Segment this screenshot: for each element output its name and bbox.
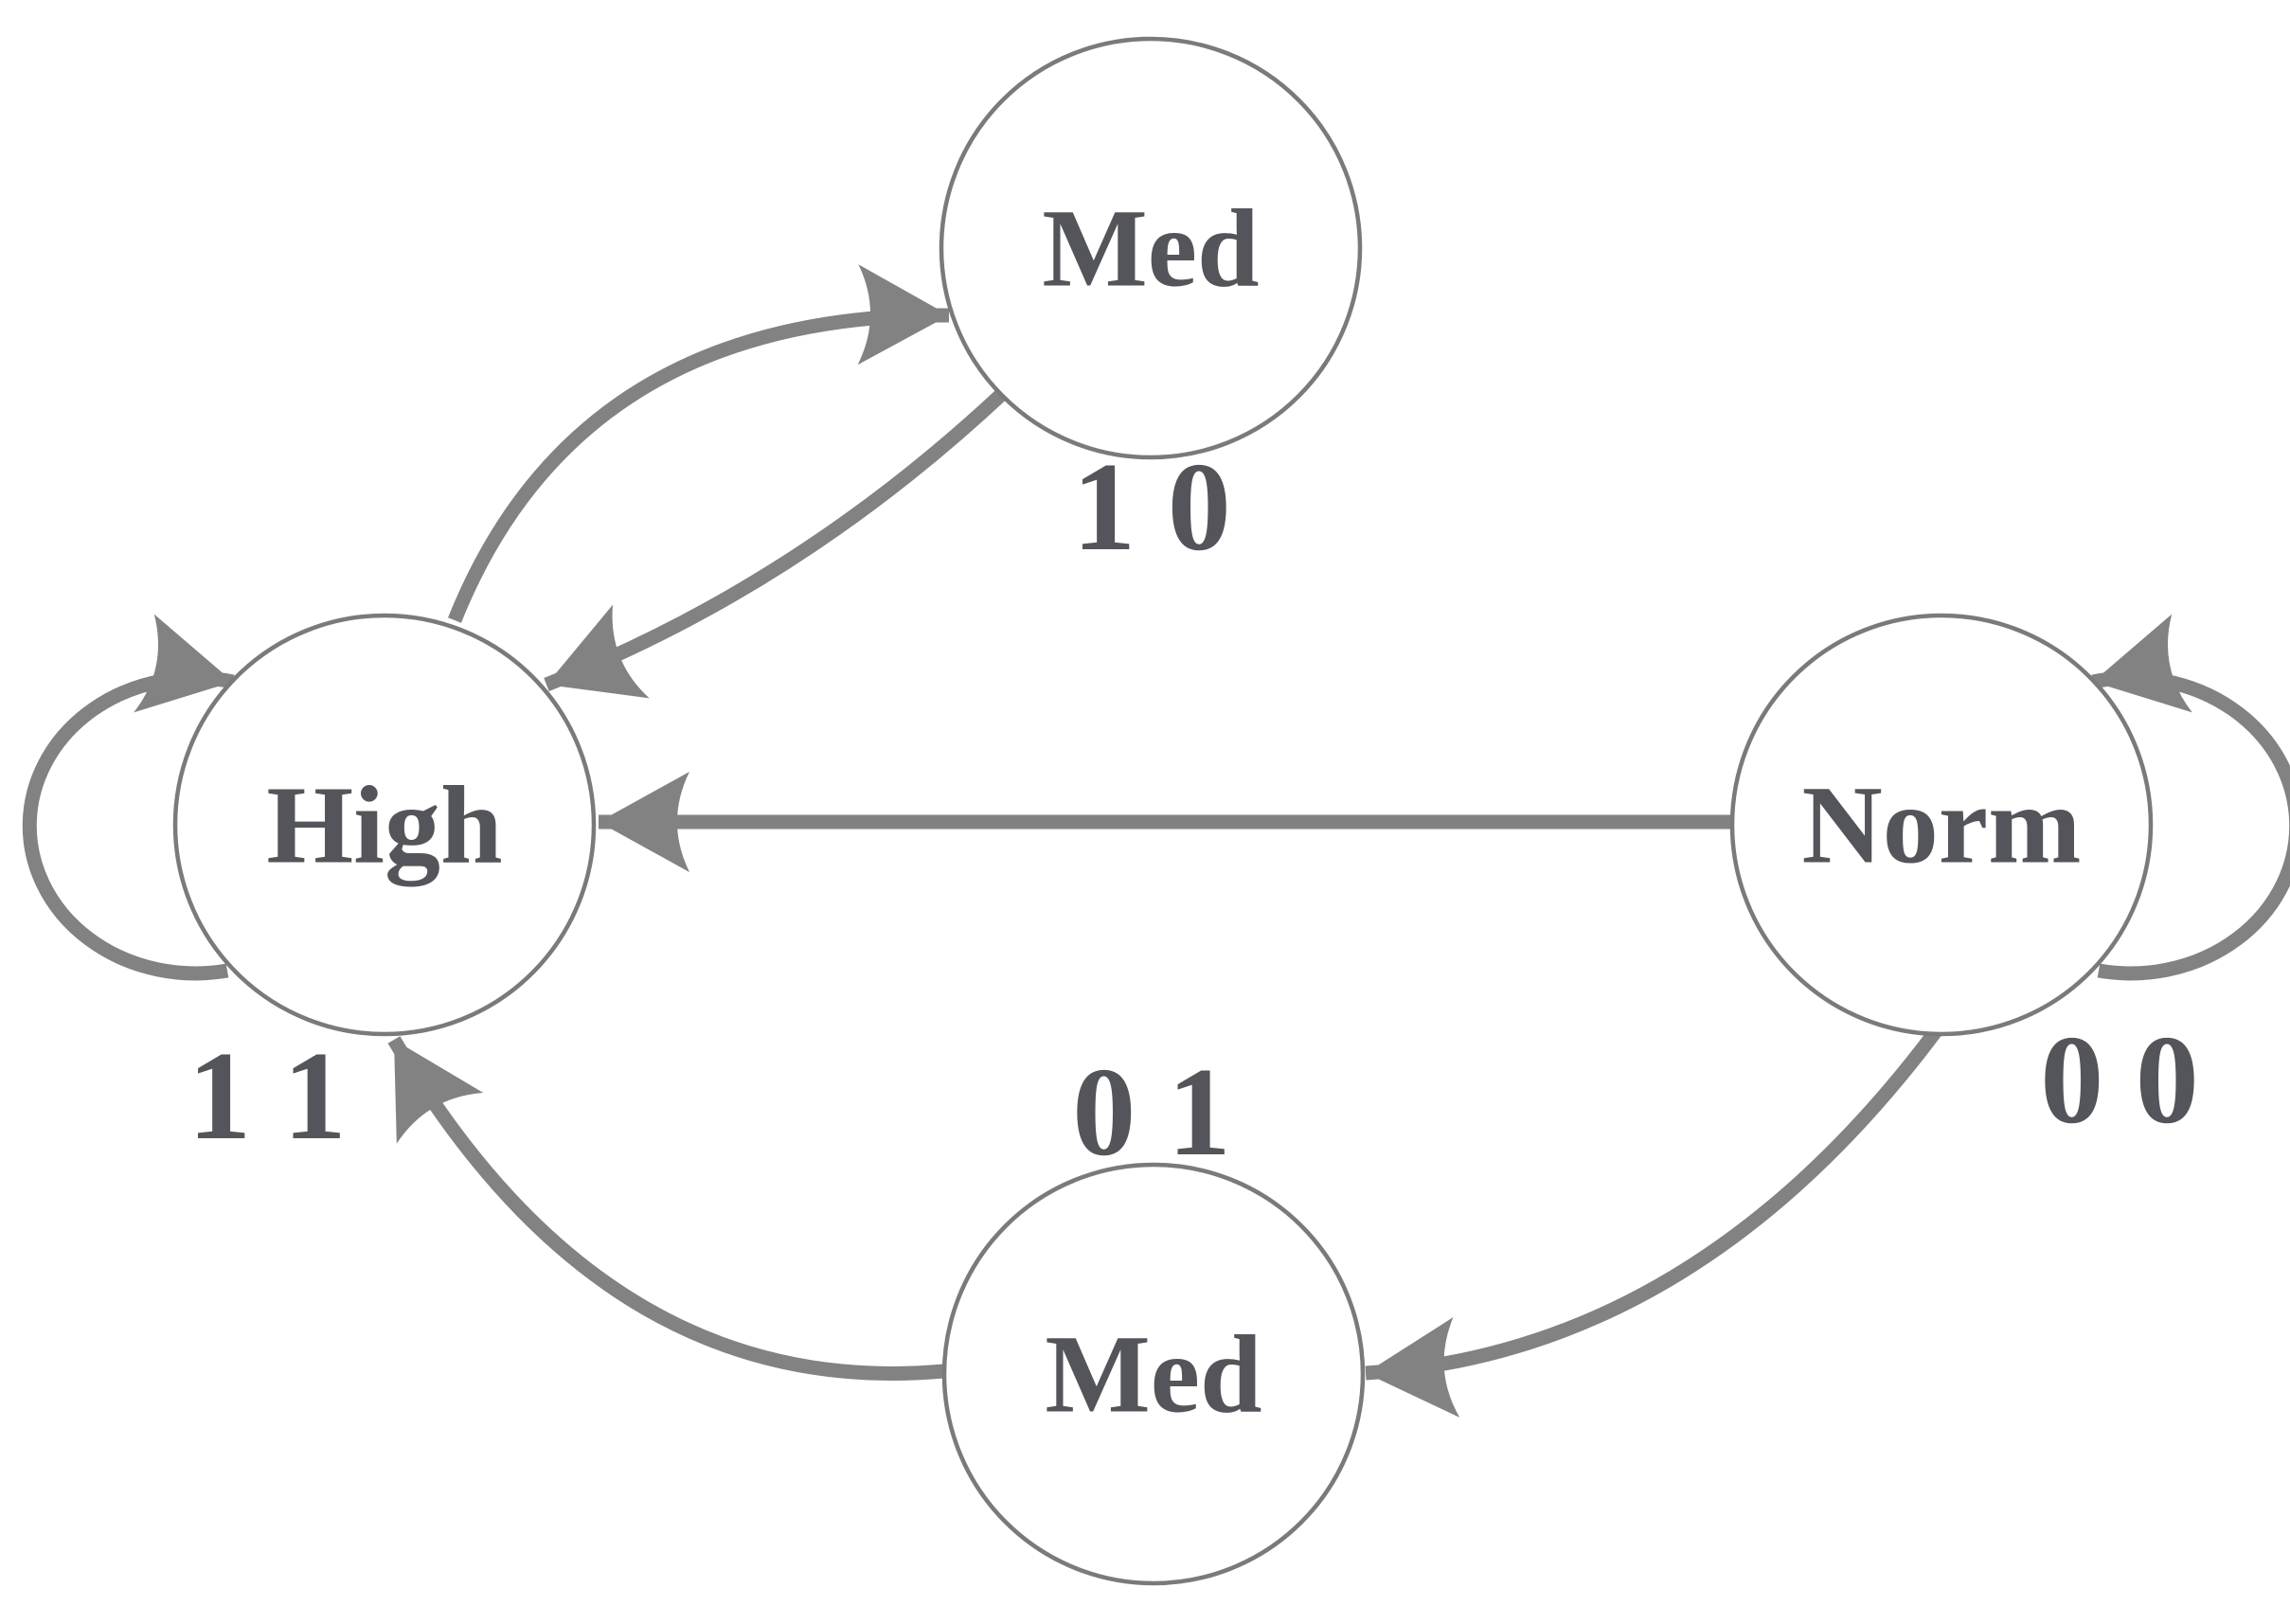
state-circle-med-bottom [941, 1162, 1366, 1586]
transition-med-top-to-high [544, 387, 1009, 699]
output-label-med-top: 1 0 [1072, 437, 1231, 577]
output-label-med-bottom: 0 1 [1072, 1042, 1231, 1182]
output-label-high: 1 1 [188, 1026, 347, 1166]
state-node-med-top: Med 1 0 [939, 36, 1363, 577]
state-circle-high [172, 613, 597, 1037]
state-label-med-bottom: Med [1045, 1312, 1261, 1437]
transition-high-self-loop [22, 614, 235, 981]
state-node-high: High 1 1 [172, 613, 597, 1166]
transition-high-to-med-top [448, 264, 950, 623]
transition-med-bottom-to-high [387, 1036, 944, 1381]
states-layer: Med 1 0 High 1 1 Norm 0 0 Med 0 1 [172, 36, 2199, 1586]
state-label-high: High [266, 763, 502, 887]
transition-norm-to-med-bottom [1365, 1026, 1942, 1418]
state-circle-med-top [939, 36, 1363, 460]
state-label-norm: Norm [1802, 763, 2082, 887]
state-node-norm: Norm 0 0 [1729, 613, 2199, 1150]
state-node-med-bottom: Med 0 1 [941, 1042, 1366, 1586]
state-label-med-top: Med [1042, 187, 1259, 311]
state-circle-norm [1729, 613, 2154, 1037]
transition-norm-self-loop [2091, 614, 2290, 981]
transitions-layer [22, 264, 2290, 1418]
output-label-norm: 0 0 [2040, 1009, 2199, 1150]
